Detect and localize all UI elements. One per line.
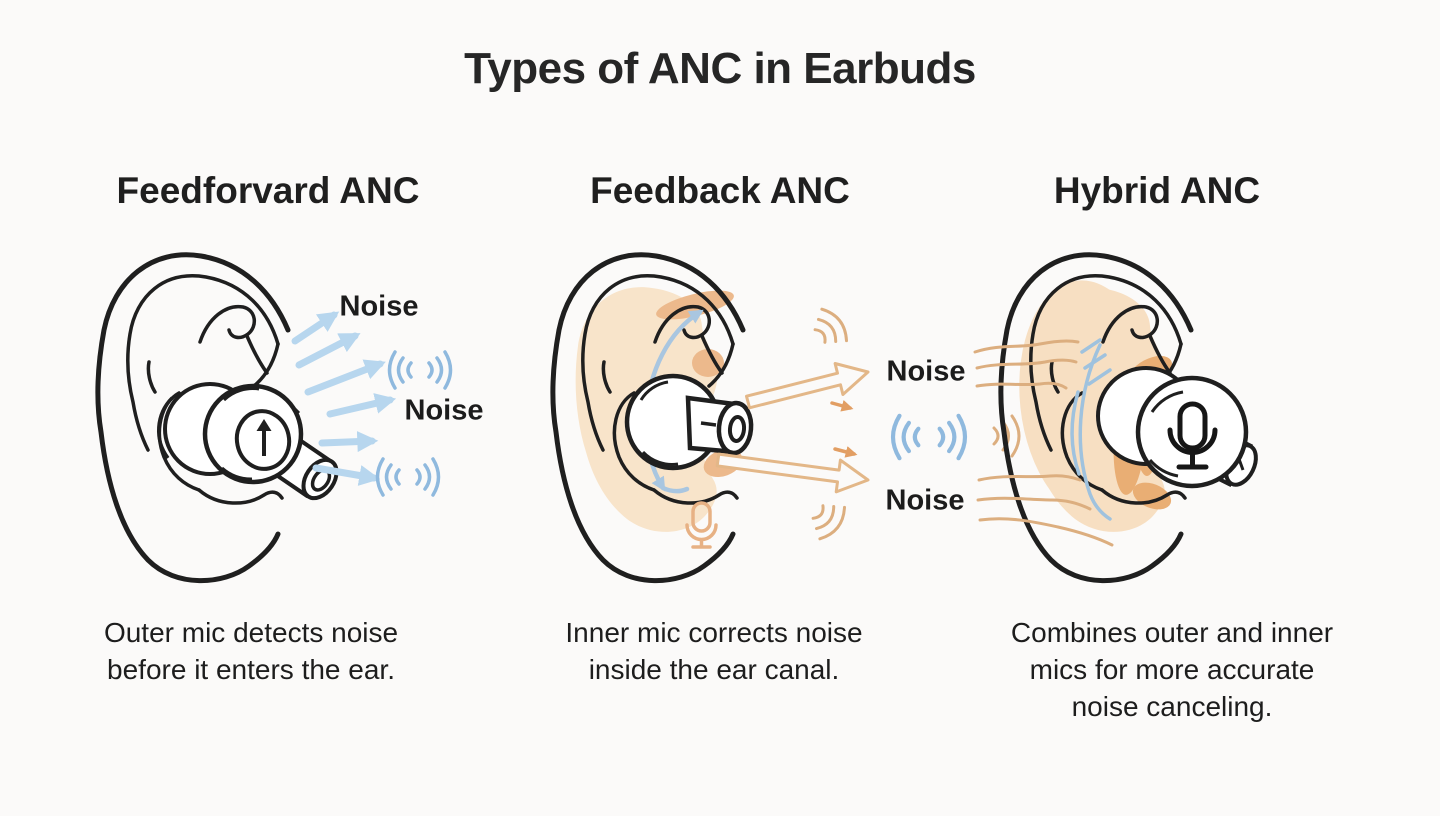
- feedback-illustration: [553, 255, 1021, 581]
- page-title: Types of ANC in Earbuds: [464, 44, 976, 93]
- heading-hybrid: Hybrid ANC: [1053, 170, 1261, 211]
- caption-feedback: Inner mic corrects noise inside the ear …: [565, 614, 862, 688]
- noise-label: Noise: [404, 394, 484, 427]
- earbud-icon: [157, 382, 339, 501]
- caption-hybrid: Combines outer and inner mics for more a…: [1011, 614, 1333, 725]
- heading-feedforward: Feedforvard ANC: [116, 170, 420, 211]
- caption-line: mics for more accurate: [1029, 654, 1315, 685]
- caption-feedforward: Outer mic detects noise before it enters…: [104, 614, 398, 688]
- caption-line: before it enters the ear.: [107, 654, 395, 685]
- earbud-icon: [624, 373, 754, 471]
- mic-icon: [1167, 401, 1218, 470]
- inner-feedback-traces: [1070, 338, 1112, 521]
- caption-line: noise canceling.: [1071, 691, 1273, 722]
- up-arrow-icon: [256, 419, 272, 456]
- noise-label: Noise: [339, 290, 419, 323]
- noise-flow-arrows: [715, 362, 870, 494]
- earbud-icon: [1096, 366, 1258, 489]
- chevron-arrows: [830, 400, 858, 458]
- sound-wave-icon: [375, 457, 441, 497]
- noise-arrows: [291, 311, 397, 486]
- mic-icon: [685, 501, 718, 549]
- noise-label: Noise: [886, 355, 966, 388]
- sound-wave-icon: [893, 416, 965, 458]
- noise-wave-lines: [973, 339, 1114, 547]
- noise-label: Noise: [885, 484, 965, 517]
- caption-line: inside the ear canal.: [588, 654, 840, 685]
- sound-wave-icon: [387, 350, 453, 390]
- sound-arcs-icon: [806, 303, 854, 354]
- caption-line: Inner mic corrects noise: [565, 617, 863, 648]
- caption-line: Combines outer and inner: [1010, 617, 1334, 648]
- caption-line: Outer mic detects noise: [103, 617, 399, 648]
- heading-feedback: Feedback ANC: [590, 170, 850, 211]
- feedforward-illustration: [98, 255, 453, 581]
- hybrid-illustration: [973, 255, 1258, 581]
- sound-arcs-icon: [804, 494, 852, 545]
